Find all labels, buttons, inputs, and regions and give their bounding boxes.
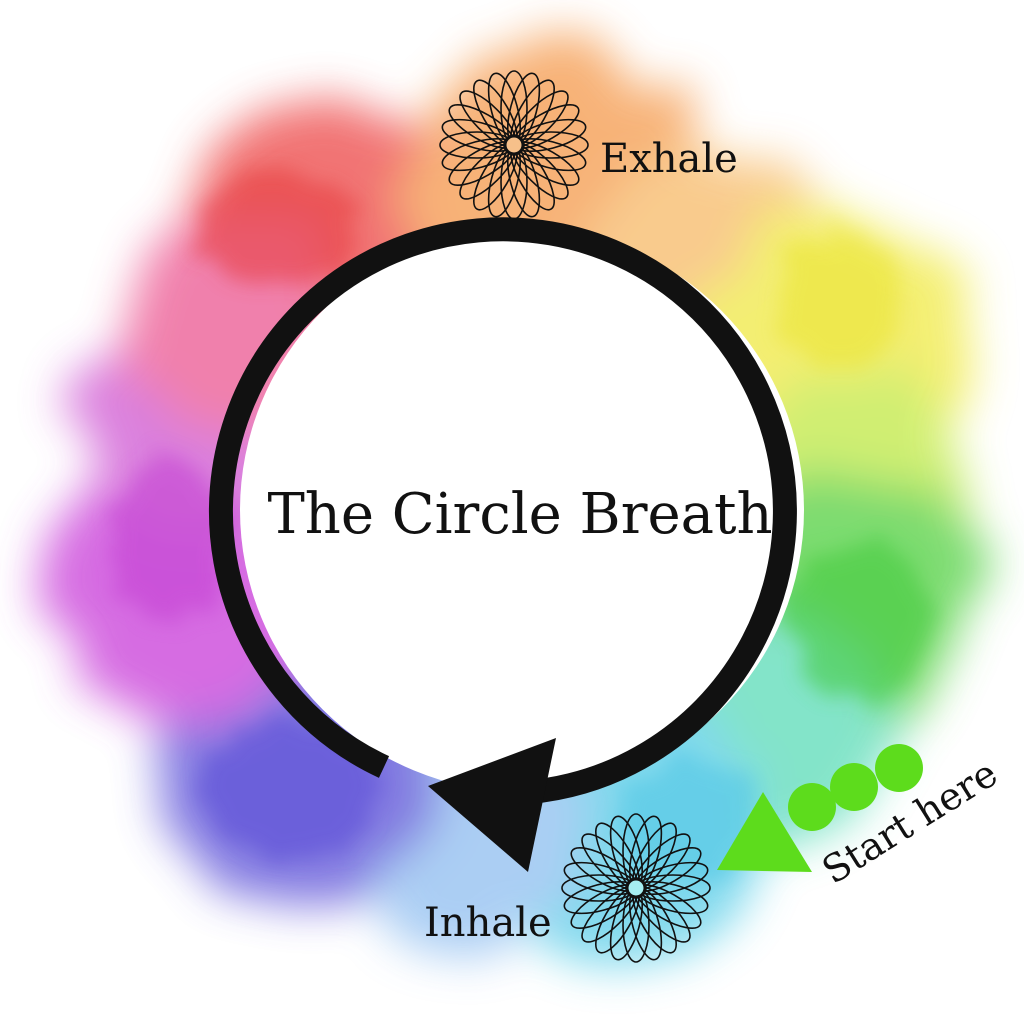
accent-yellow	[780, 230, 900, 370]
accent-purple	[110, 460, 230, 620]
exhale-center-dot	[503, 134, 525, 156]
breath-circle-ring	[208, 217, 797, 804]
accent-green	[790, 540, 930, 700]
rainbow-watercolor-accents	[110, 170, 930, 880]
triangle-arrow-icon	[717, 792, 812, 872]
start-dot-2	[830, 763, 878, 811]
accent-blue	[200, 720, 380, 860]
start-marker	[717, 744, 923, 872]
counterclockwise-arrow-icon	[428, 738, 556, 872]
accent-red	[200, 170, 360, 290]
inhale-center-dot	[625, 877, 647, 899]
diagram-title: The Circle Breath	[267, 482, 772, 547]
breath-circle-fill	[240, 228, 804, 792]
exhale-label: Exhale	[600, 136, 738, 182]
top-flower	[439, 70, 589, 220]
inhale-label: Inhale	[424, 900, 552, 946]
bottom-flower	[561, 813, 711, 963]
start-dot-3	[875, 744, 923, 792]
start-dot-1	[788, 783, 836, 831]
